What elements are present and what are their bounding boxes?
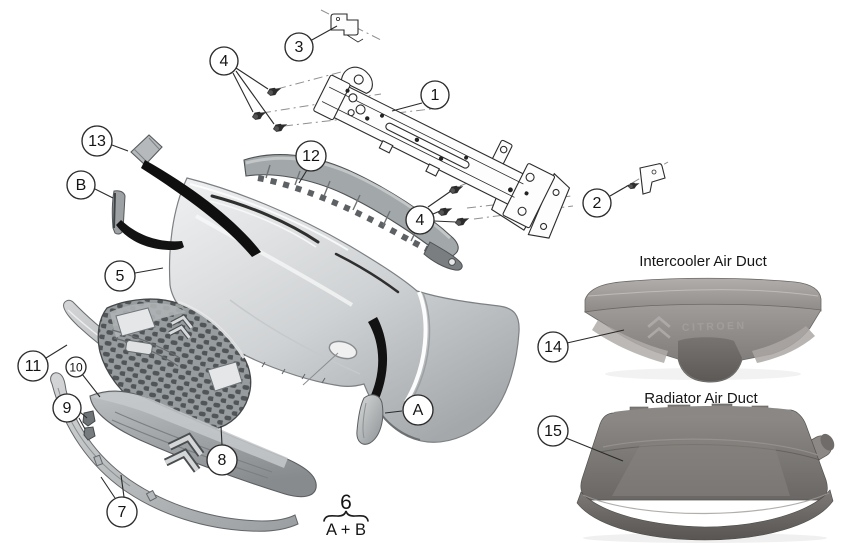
callout-bubble[interactable] [206, 444, 238, 476]
part-lower-grille [89, 390, 317, 498]
intercooler-caption: Intercooler Air Duct [639, 253, 767, 270]
callout-10[interactable]: 10 [65, 356, 87, 378]
callout-leader-2 [609, 184, 630, 197]
callout-bubble[interactable] [104, 260, 136, 292]
callout-11[interactable]: 11 [17, 350, 49, 382]
callout-leader-9 [79, 411, 88, 419]
callout-4[interactable]: 4 [405, 205, 435, 235]
callout-12[interactable]: 12 [295, 140, 327, 172]
captions: Intercooler Air Duct Radiator Air Duct [639, 253, 767, 407]
group-brace [323, 510, 369, 522]
callout-label: 13 [88, 133, 106, 150]
callout-leader-15 [565, 437, 624, 462]
callout-bubble[interactable] [405, 205, 435, 235]
callout-bubble[interactable] [66, 170, 96, 200]
callout-bubble[interactable] [537, 331, 569, 363]
callout-leader-4 [232, 72, 254, 113]
part-bracket-side [627, 163, 666, 195]
radiator-caption: Radiator Air Duct [644, 390, 758, 407]
callout-bubble[interactable] [81, 125, 113, 157]
callout-bubble[interactable] [295, 140, 327, 172]
callout-leader-14 [566, 329, 625, 344]
callout-label: 4 [416, 212, 425, 229]
callout-label: 5 [116, 268, 125, 285]
callout-2[interactable]: 2 [582, 188, 612, 218]
callout-leader-4 [432, 210, 441, 215]
callout-label: A [413, 402, 424, 419]
callout-label: B [76, 177, 87, 194]
callout-bubble[interactable] [420, 80, 450, 110]
callout-leader-4 [235, 70, 275, 125]
callout-7[interactable]: 7 [106, 496, 138, 528]
part-black-trim-strips [116, 160, 388, 399]
callout-leader-4 [427, 190, 452, 208]
callout-bubble[interactable] [402, 394, 434, 426]
callout-label: 14 [544, 339, 562, 356]
callout-bubble[interactable] [65, 356, 87, 378]
part-intercooler-duct: CITROEN [583, 277, 822, 383]
callout-13[interactable]: 13 [81, 125, 113, 157]
callout-bubble[interactable] [537, 415, 569, 447]
callout-label: 11 [25, 358, 42, 375]
part-radiator-duct [576, 403, 835, 543]
callout-label: 8 [218, 452, 227, 469]
callout-bubble[interactable] [209, 46, 239, 76]
callout-leader-1 [391, 102, 423, 112]
callout-3[interactable]: 3 [284, 32, 314, 62]
callout-leader-9 [78, 417, 86, 430]
part-plate [130, 134, 163, 166]
part-impact-bar [313, 66, 571, 239]
part-corner-moulding [356, 394, 384, 445]
callout-8[interactable]: 8 [206, 444, 238, 476]
callout-label: 4 [220, 53, 229, 70]
callout-15[interactable]: 15 [537, 415, 569, 447]
callout-leader-5 [134, 267, 164, 274]
callout-1[interactable]: 1 [420, 80, 450, 110]
part-bracket-top [330, 13, 364, 43]
callout-label: 7 [118, 504, 127, 521]
callout-leader-4 [433, 220, 457, 223]
part-bumper-cover [168, 177, 520, 443]
callout-bubble[interactable] [106, 496, 138, 528]
callout-leader-B [94, 188, 114, 199]
callout-label: 10 [69, 361, 83, 375]
callout-label: 3 [295, 39, 304, 56]
callout-leader-8 [220, 425, 223, 446]
callout-leader-3 [309, 25, 338, 42]
group-note-expression: A + B [326, 521, 366, 539]
callout-leader-A [384, 410, 403, 414]
callout-leader-7 [100, 476, 116, 499]
callout-label: 9 [63, 400, 72, 417]
callout-leader-10 [81, 373, 101, 398]
callout-label: 2 [593, 195, 602, 212]
callout-bubble[interactable] [284, 32, 314, 62]
callout-leader-12 [298, 169, 308, 184]
callout-leader-4 [235, 67, 269, 90]
group-note: 6 A + B [323, 491, 369, 539]
callout-leader-7 [120, 474, 125, 498]
callout-9[interactable]: 9 [52, 393, 82, 423]
callout-4[interactable]: 4 [209, 46, 239, 76]
callout-leader-13 [111, 144, 129, 152]
brand-watermark: CITROEN [682, 320, 747, 334]
callout-label: 1 [431, 87, 440, 104]
callout-label: 12 [302, 148, 320, 165]
callout-B[interactable]: B [66, 170, 96, 200]
callout-label: 15 [544, 423, 562, 440]
callout-5[interactable]: 5 [104, 260, 136, 292]
callout-bubble[interactable] [52, 393, 82, 423]
callout-leader-11 [45, 344, 68, 359]
callout-bubble[interactable] [17, 350, 49, 382]
callout-A[interactable]: A [402, 394, 434, 426]
callout-14[interactable]: 14 [537, 331, 569, 363]
group-note-numeral: 6 [340, 491, 352, 514]
part-clips [82, 410, 96, 441]
callout-bubble[interactable] [582, 188, 612, 218]
